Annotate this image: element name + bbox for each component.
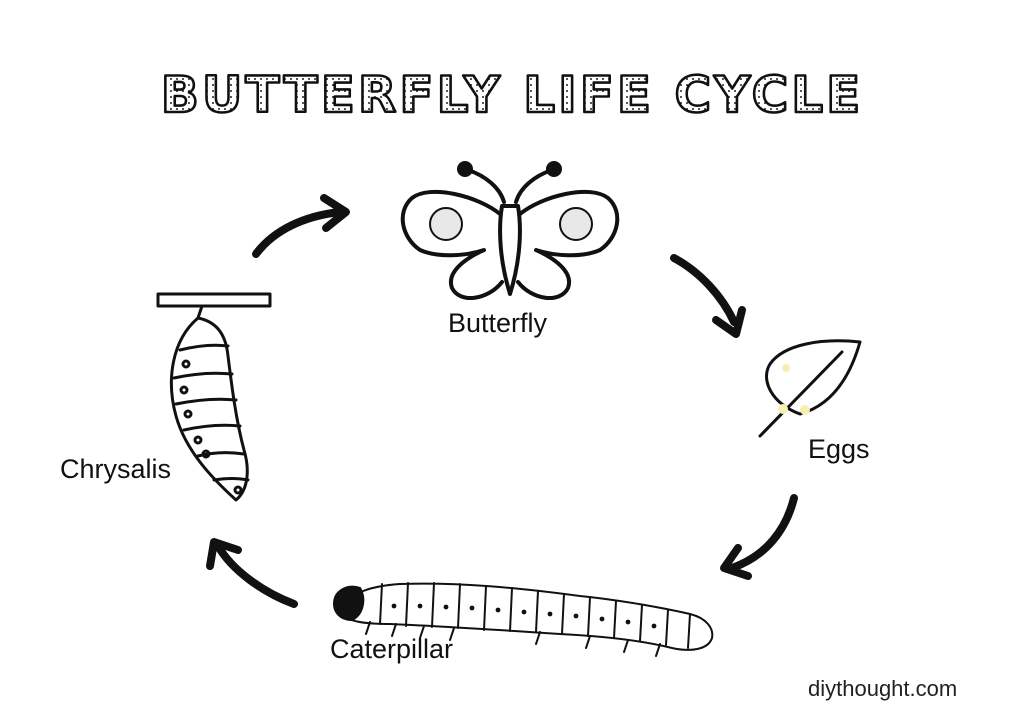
arrow-eggs-to-caterpillar [720, 494, 798, 580]
chrysalis-icon [156, 292, 272, 502]
stage-label-chrysalis: Chrysalis [60, 454, 172, 484]
leaf-with-eggs-icon [758, 339, 862, 438]
stage-label-caterpillar: Caterpillar [330, 634, 454, 664]
page-title-graphic: BUTTERFLY LIFE CYCLE [159, 65, 864, 126]
caterpillar-icon [333, 582, 714, 657]
page-title: BUTTERFLY LIFE CYCLE [161, 66, 864, 124]
stage-label-eggs: Eggs [808, 434, 870, 464]
arrow-butterfly-to-eggs [670, 254, 746, 338]
butterfly-icon [400, 161, 620, 301]
arrow-caterpillar-to-chrysalis [206, 538, 298, 608]
watermark-text: diythought.com [808, 676, 958, 701]
arrow-chrysalis-to-butterfly [252, 194, 350, 258]
stage-label-butterfly: Butterfly [448, 308, 548, 338]
